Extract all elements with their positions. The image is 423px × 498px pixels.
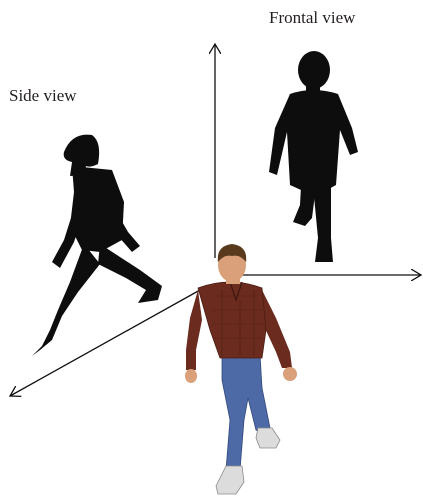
frontal-silhouette xyxy=(269,51,358,262)
right-shoe xyxy=(215,465,245,495)
right-hand xyxy=(283,367,297,381)
jeans xyxy=(221,353,271,471)
shirt xyxy=(197,281,267,359)
left-shoe xyxy=(255,427,281,449)
frontal-view-label: Frontal view xyxy=(269,8,356,27)
side-silhouette xyxy=(32,134,162,356)
hair xyxy=(217,244,247,262)
head xyxy=(218,248,246,282)
axis-arrows xyxy=(10,44,421,396)
side-view-label: Side view xyxy=(9,86,77,105)
right-arm xyxy=(262,290,292,368)
walking-person-photo xyxy=(185,244,297,495)
left-hand xyxy=(185,369,197,383)
left-arm xyxy=(186,290,202,370)
diagonal-axis-arrow xyxy=(10,289,201,396)
